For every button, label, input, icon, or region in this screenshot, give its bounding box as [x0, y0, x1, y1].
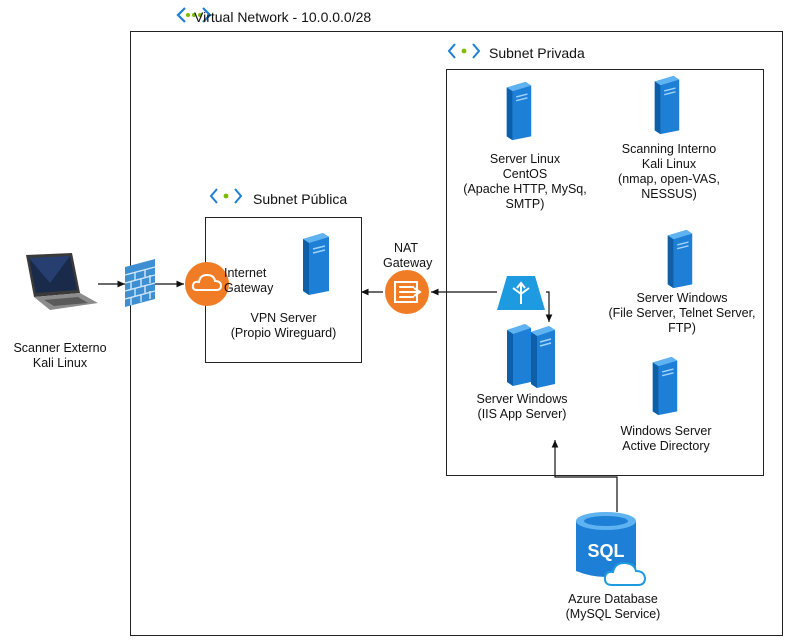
subnet-privada-box: [446, 69, 764, 476]
firewall-icon: [124, 259, 156, 307]
server-icon: [303, 233, 329, 295]
subnet-publica-title: Subnet Pública: [253, 191, 348, 207]
server-linux-label: Server Linux CentOS (Apache HTTP, MySq, …: [463, 152, 587, 211]
server-windows-iis-label: Server Windows (IIS App Server): [476, 392, 568, 421]
server-icon: [667, 229, 693, 289]
azure-database-label: Azure Database (MySQL Service): [565, 592, 661, 621]
arrow-db-to-iis: [551, 440, 618, 512]
virtual-network-box: [130, 31, 783, 636]
virtual-network-icon: [176, 7, 212, 23]
server-icon: [506, 81, 532, 141]
server-icon: [654, 75, 680, 135]
server-windows-fs-label: Server Windows (File Server, Telnet Serv…: [608, 291, 756, 335]
windows-ad-label: Windows Server Active Directory: [620, 424, 712, 453]
laptop-icon: [26, 253, 98, 310]
server-icon: [507, 324, 555, 388]
virtual-network-title: Virtual Network - 10.0.0.0/28: [194, 9, 372, 25]
scanning-interno-label: Scanning Interno Kali Linux (nmap, open-…: [618, 142, 720, 201]
nat-gateway-icon: [385, 270, 429, 314]
arrow-lb-to-iis: [545, 291, 553, 322]
server-icon: [652, 356, 678, 416]
subnet-privada-icon: [447, 43, 481, 59]
vpn-server-label: VPN Server (Propio Wireguard): [230, 311, 337, 340]
sql-database-icon: SQL: [576, 512, 647, 586]
subnet-publica-icon: [209, 188, 243, 204]
svg-text:SQL: SQL: [587, 541, 624, 561]
scanner-externo-label: Scanner Externo Kali Linux: [13, 341, 107, 370]
cloud-gateway-icon: [185, 262, 229, 306]
nat-gateway-label: NAT Gateway: [383, 241, 433, 270]
internet-gateway-label: Internet Gateway: [224, 266, 274, 295]
subnet-privada-title: Subnet Privada: [489, 45, 585, 61]
load-balancer-icon: [497, 276, 545, 310]
